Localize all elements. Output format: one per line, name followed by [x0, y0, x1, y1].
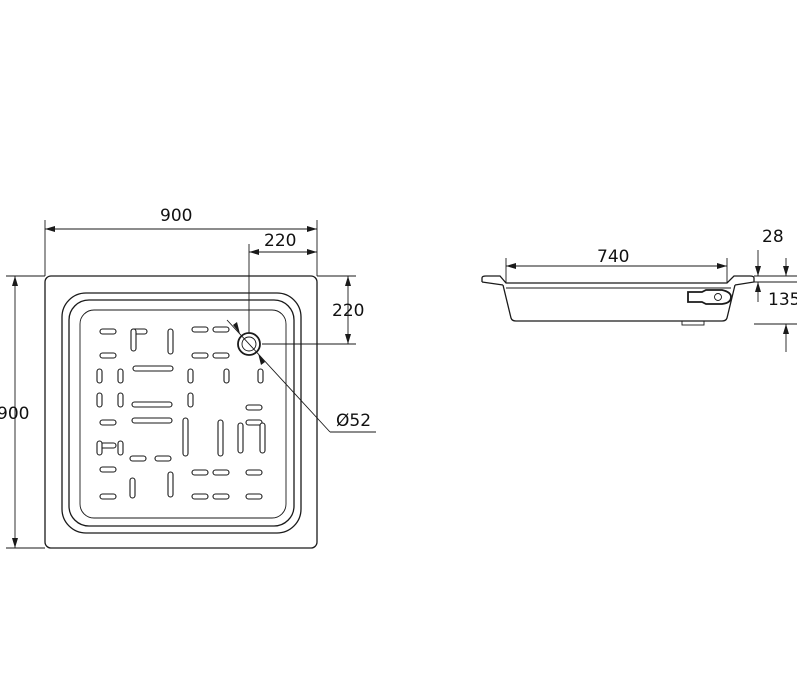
tray-rim-inner — [61, 292, 302, 534]
anti-slip-slot — [245, 469, 263, 476]
dim-drain-offset-y: 220 — [332, 301, 364, 321]
arrow-head — [506, 263, 516, 269]
arrow-head — [249, 249, 259, 255]
anti-slip-slot — [245, 493, 263, 500]
dim-drain-offset-x: 220 — [264, 231, 296, 251]
arrow-head — [233, 322, 240, 334]
tray-rim — [481, 275, 755, 286]
arrow-head — [307, 226, 317, 232]
tray-outline — [44, 275, 318, 549]
anti-slip-slot — [117, 392, 124, 408]
anti-slip-slot — [191, 469, 209, 476]
dim-rim-thickness: 28 — [762, 227, 784, 247]
dim-side-height: 900 — [0, 404, 29, 424]
arrow-head — [755, 282, 761, 292]
arrow-head — [345, 334, 351, 344]
arrow-head — [258, 353, 265, 365]
side-view: 740 28 135 — [481, 227, 797, 352]
anti-slip-slot — [187, 392, 194, 408]
anti-slip-slots — [96, 326, 266, 500]
anti-slip-slot — [191, 352, 209, 359]
anti-slip-slot — [257, 368, 264, 384]
arrow-head — [783, 266, 789, 276]
anti-slip-slot — [212, 493, 230, 500]
anti-slip-slot — [131, 417, 173, 424]
arrow-head — [12, 538, 18, 548]
arrow-head — [307, 249, 317, 255]
anti-slip-slot — [212, 469, 230, 476]
anti-slip-slot — [259, 422, 266, 454]
anti-slip-slot — [167, 471, 174, 498]
arrow-head — [755, 266, 761, 276]
arrow-head — [45, 226, 55, 232]
rim-left-lip — [481, 281, 504, 286]
tray-floor — [79, 309, 287, 519]
anti-slip-slot — [223, 368, 230, 384]
arrow-head — [12, 276, 18, 286]
anti-slip-slot — [99, 419, 117, 426]
anti-slip-slot — [245, 404, 263, 411]
top-view: 900 220 220 900 Ø52 — [0, 206, 376, 549]
anti-slip-slot — [245, 419, 263, 426]
dim-inner-length: 740 — [597, 247, 629, 267]
tray-basin — [68, 299, 295, 527]
anti-slip-slot — [129, 455, 147, 462]
anti-slip-slot — [129, 477, 136, 499]
anti-slip-slot — [182, 417, 189, 457]
anti-slip-slot — [167, 328, 174, 355]
arrow-head — [717, 263, 727, 269]
dim-top-width: 900 — [160, 206, 192, 226]
tray-foot — [681, 320, 705, 326]
anti-slip-slot — [154, 455, 172, 462]
anti-slip-slot — [96, 392, 103, 408]
anti-slip-slot — [217, 419, 224, 457]
anti-slip-slot — [99, 352, 117, 359]
anti-slip-slot — [117, 440, 124, 456]
leader-line — [226, 319, 331, 433]
anti-slip-slot — [212, 326, 230, 333]
anti-slip-slot — [96, 368, 103, 384]
anti-slip-slot — [237, 422, 244, 454]
dim-drain-diameter: Ø52 — [336, 411, 371, 431]
siphon-outlet — [687, 289, 732, 305]
anti-slip-slot — [99, 328, 117, 335]
tray-body — [502, 284, 736, 322]
anti-slip-slot — [99, 466, 117, 473]
anti-slip-slot — [99, 493, 117, 500]
anti-slip-slot — [131, 401, 173, 408]
anti-slip-slot — [212, 352, 230, 359]
anti-slip-slot — [187, 368, 194, 384]
drain-inner — [241, 336, 257, 352]
anti-slip-slot — [191, 493, 209, 500]
siphon-hole — [714, 293, 722, 301]
anti-slip-slot — [96, 440, 103, 456]
arrow-head — [783, 324, 789, 334]
dim-tray-depth: 135 — [768, 290, 797, 310]
anti-slip-slot — [130, 328, 137, 352]
anti-slip-slot — [117, 368, 124, 384]
arrow-head — [345, 276, 351, 286]
anti-slip-slot — [132, 365, 174, 372]
anti-slip-slot — [191, 326, 209, 333]
